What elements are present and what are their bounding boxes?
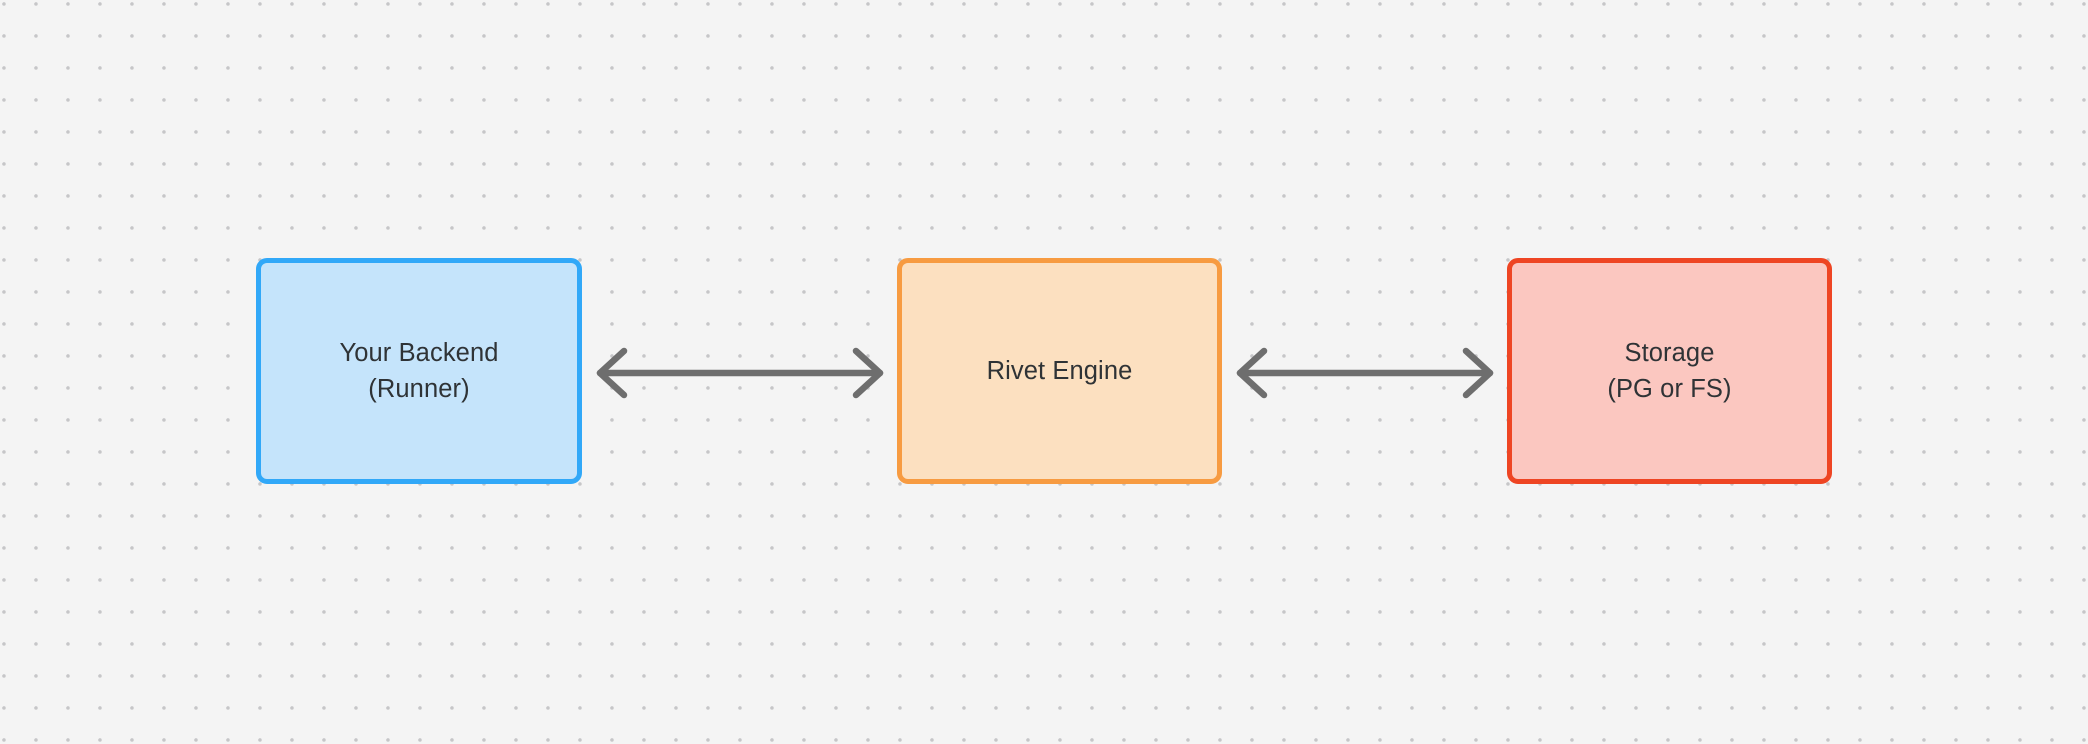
arrowhead-right-icon bbox=[1462, 347, 1494, 399]
node-label-line: Rivet Engine bbox=[986, 357, 1133, 385]
arrowhead-left-icon bbox=[1236, 347, 1268, 399]
node-your-backend[interactable]: Your Backend (Runner) bbox=[256, 258, 582, 484]
edge-engine-storage[interactable] bbox=[1232, 331, 1498, 415]
edge-backend-engine[interactable] bbox=[592, 331, 888, 415]
node-label-line: (Runner) bbox=[368, 375, 470, 403]
node-rivet-engine[interactable]: Rivet Engine bbox=[897, 258, 1222, 484]
arrowhead-right-icon bbox=[852, 347, 884, 399]
arrowhead-left-icon bbox=[596, 347, 628, 399]
node-storage[interactable]: Storage (PG or FS) bbox=[1507, 258, 1832, 484]
node-label-line: (PG or FS) bbox=[1607, 375, 1732, 403]
node-label-line: Your Backend bbox=[339, 339, 499, 367]
node-label-line: Storage bbox=[1624, 339, 1715, 367]
